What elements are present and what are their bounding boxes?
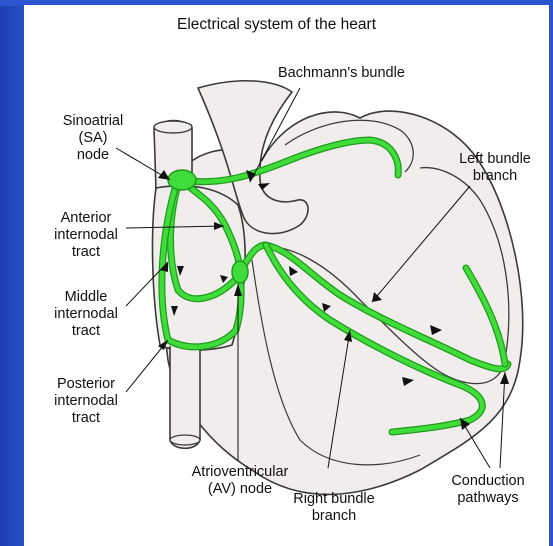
label-right-bundle: Right bundle branch: [284, 491, 384, 525]
label-av-node: Atrioventricular (AV) node: [180, 464, 300, 498]
label-anterior-tract: Anterior internodal tract: [38, 210, 134, 261]
av-node: [232, 261, 248, 283]
label-left-bundle: Left bundle branch: [445, 151, 545, 185]
label-middle-tract: Middle internodal tract: [38, 289, 134, 340]
label-posterior-tract: Posterior internodal tract: [38, 376, 134, 427]
sa-node: [168, 170, 196, 190]
label-conduction-pathways: Conduction pathways: [438, 473, 538, 507]
label-bachmann: Bachmann's bundle: [278, 65, 405, 82]
label-sa-node: Sinoatrial (SA) node: [48, 113, 138, 164]
inferior-vena-cava: [170, 346, 200, 448]
